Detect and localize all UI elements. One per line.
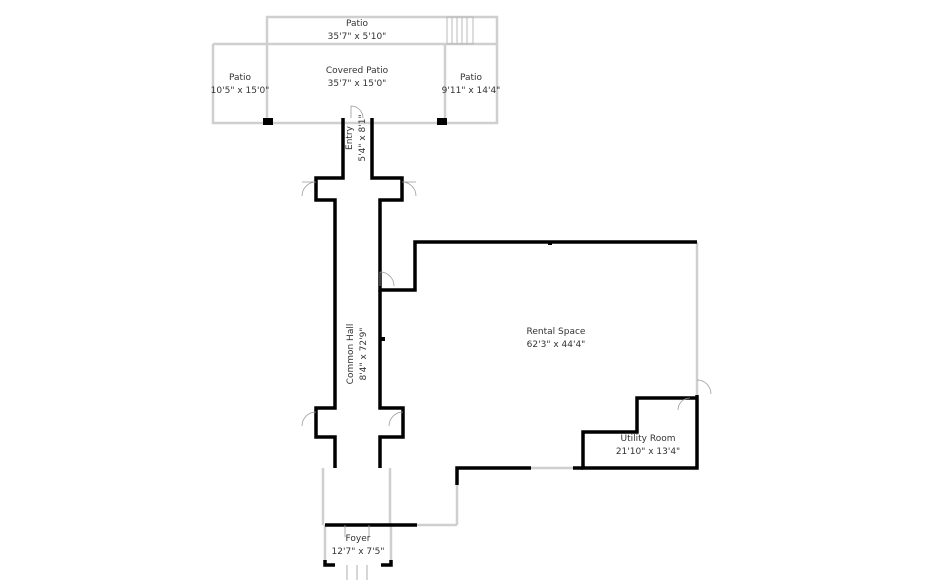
room-size: 8'4" x 72'9" [359, 327, 369, 381]
room-name: Patio [345, 19, 369, 29]
room-name: Patio [228, 73, 252, 83]
room-size: 9'11" x 14'4" [441, 86, 501, 96]
stairs-icon [446, 16, 474, 45]
room-name: Foyer [345, 534, 371, 544]
room-name: Patio [459, 73, 483, 83]
room-label-patio-left: Patio 10'5" x 15'0" [211, 72, 270, 98]
room-label-foyer: Foyer 12'7" x 7'5" [332, 533, 385, 559]
room-name: Common Hall [346, 323, 356, 385]
room-name: Covered Patio [325, 66, 389, 76]
room-name: Utility Room [620, 434, 676, 444]
room-size: 21'10" x 13'4" [615, 447, 681, 457]
room-label-patio-right: Patio 9'11" x 14'4" [442, 72, 501, 98]
walls [314, 118, 699, 567]
room-name: Entry [345, 126, 355, 150]
room-size: 35'7" x 15'0" [327, 79, 387, 89]
room-label-covered-patio: Covered Patio 35'7" x 15'0" [326, 65, 388, 91]
doors [301, 105, 712, 580]
columns [263, 118, 552, 341]
room-size: 62'3" x 44'4" [526, 340, 586, 350]
room-label-rental-space: Rental Space 62'3" x 44'4" [527, 326, 586, 352]
room-size: 10'5" x 15'0" [210, 86, 270, 96]
patio-outlines [211, 15, 699, 565]
room-label-patio-top: Patio 35'7" x 5'10" [328, 18, 387, 44]
room-size: 5'4" x 8'1" [358, 114, 368, 162]
room-size: 12'7" x 7'5" [331, 547, 385, 557]
room-size: 35'7" x 5'10" [327, 32, 387, 42]
room-label-utility-room: Utility Room 21'10" x 13'4" [616, 433, 680, 459]
room-name: Rental Space [526, 327, 586, 337]
